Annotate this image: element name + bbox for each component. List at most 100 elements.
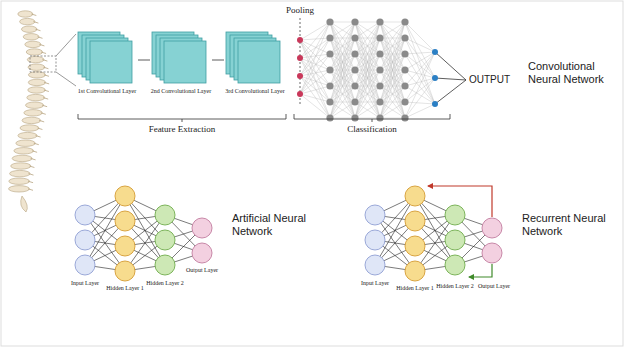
pooled-unit: [297, 55, 303, 61]
weight-line: [405, 78, 435, 102]
weight-line: [330, 22, 355, 54]
vertebra: [28, 79, 45, 85]
output-unit: [432, 101, 438, 107]
weight-line: [330, 22, 355, 38]
weight-line: [355, 22, 380, 23]
vertebra-process: [43, 98, 48, 100]
neuron: [405, 211, 425, 231]
neuron: [155, 255, 175, 275]
weight-line: [380, 54, 405, 118]
vertebra-process: [33, 22, 38, 24]
layer-label: Hidden Layer 1: [104, 285, 146, 292]
weight-line: [330, 38, 355, 118]
neuron: [405, 236, 425, 256]
vertebra-process: [42, 105, 47, 107]
vertebra: [20, 18, 35, 24]
weight-line: [300, 22, 330, 94]
neuron: [115, 186, 135, 206]
feature-maps: [224, 30, 286, 88]
weight-line: [380, 22, 405, 118]
neuron: [405, 261, 425, 281]
weight-line: [300, 38, 330, 76]
weight-line: [355, 102, 380, 118]
vertebra: [26, 102, 44, 108]
feature-map: [164, 41, 206, 83]
output-line: [435, 52, 466, 80]
layer-label: Hidden Layer 1: [394, 285, 436, 292]
neuron: [376, 34, 383, 41]
pooled-unit: [297, 73, 303, 79]
layer-label: Output Layer: [182, 267, 222, 274]
output-unit: [432, 49, 438, 55]
ann-network: [75, 186, 212, 281]
vertebra-process: [34, 143, 39, 145]
vertebra-process: [38, 37, 43, 39]
weight-line: [355, 22, 380, 54]
weight-line: [85, 196, 125, 265]
conv-layer-stack: 1st Convolutional Layer: [76, 30, 138, 95]
neuron: [351, 66, 358, 73]
output-line: [435, 78, 466, 80]
weight-line: [380, 54, 405, 118]
weight-line: [380, 38, 405, 118]
connector: [138, 60, 150, 61]
weight-line: [380, 22, 405, 118]
pooled-unit: [297, 37, 303, 43]
neuron: [351, 34, 358, 41]
vertebra: [28, 72, 45, 78]
vertebra: [20, 125, 39, 131]
output-label: OUTPUT: [469, 74, 525, 86]
conv-layer-stack: 3rd Convolutional Layer: [224, 30, 286, 95]
neuron: [155, 205, 175, 225]
weight-line: [355, 118, 380, 119]
weight-line: [355, 70, 380, 118]
spine-illustration: [9, 11, 50, 212]
weight-line: [355, 22, 380, 102]
vertebra-process: [28, 189, 33, 191]
weight-line: [405, 78, 435, 118]
bracket: [294, 114, 450, 122]
weight-line: [330, 22, 355, 54]
neuron: [326, 50, 333, 57]
network-title: Artificial Neural Network: [232, 212, 324, 237]
weight-line: [380, 70, 405, 118]
weight-line: [380, 22, 405, 70]
weight-line: [330, 102, 355, 118]
recurrent-arrow: [428, 186, 492, 217]
weight-line: [300, 76, 330, 118]
weight-line: [355, 102, 380, 118]
vertebra-process: [41, 52, 46, 54]
vertebra: [21, 26, 37, 32]
feature-maps: [150, 30, 212, 88]
vertebra: [11, 163, 31, 169]
weight-line: [405, 22, 435, 78]
weight-line: [405, 52, 435, 70]
neuron: [482, 218, 502, 238]
section-label: Classification: [317, 124, 427, 134]
weight-line: [405, 52, 435, 118]
weight-line: [405, 38, 435, 104]
weight-line: [330, 22, 355, 86]
neuron: [192, 218, 212, 238]
weight-line: [380, 22, 405, 86]
weight-line: [355, 22, 380, 54]
zoom-line: [56, 72, 76, 86]
weight-line: [380, 102, 405, 118]
weight-line: [405, 104, 435, 118]
weight-line: [380, 118, 405, 119]
vertebra: [9, 186, 30, 192]
neuron: [75, 230, 95, 250]
conv-layer-stack: 2nd Convolutional Layer: [150, 30, 212, 95]
weight-line: [380, 38, 405, 118]
neuron: [401, 66, 408, 73]
neuron: [326, 66, 333, 73]
weight-line: [355, 54, 380, 118]
weight-line: [330, 22, 355, 102]
vertebra: [25, 41, 41, 47]
weight-line: [355, 86, 380, 118]
neuron: [401, 98, 408, 105]
weight-line: [355, 86, 380, 118]
weight-line: [300, 22, 330, 40]
